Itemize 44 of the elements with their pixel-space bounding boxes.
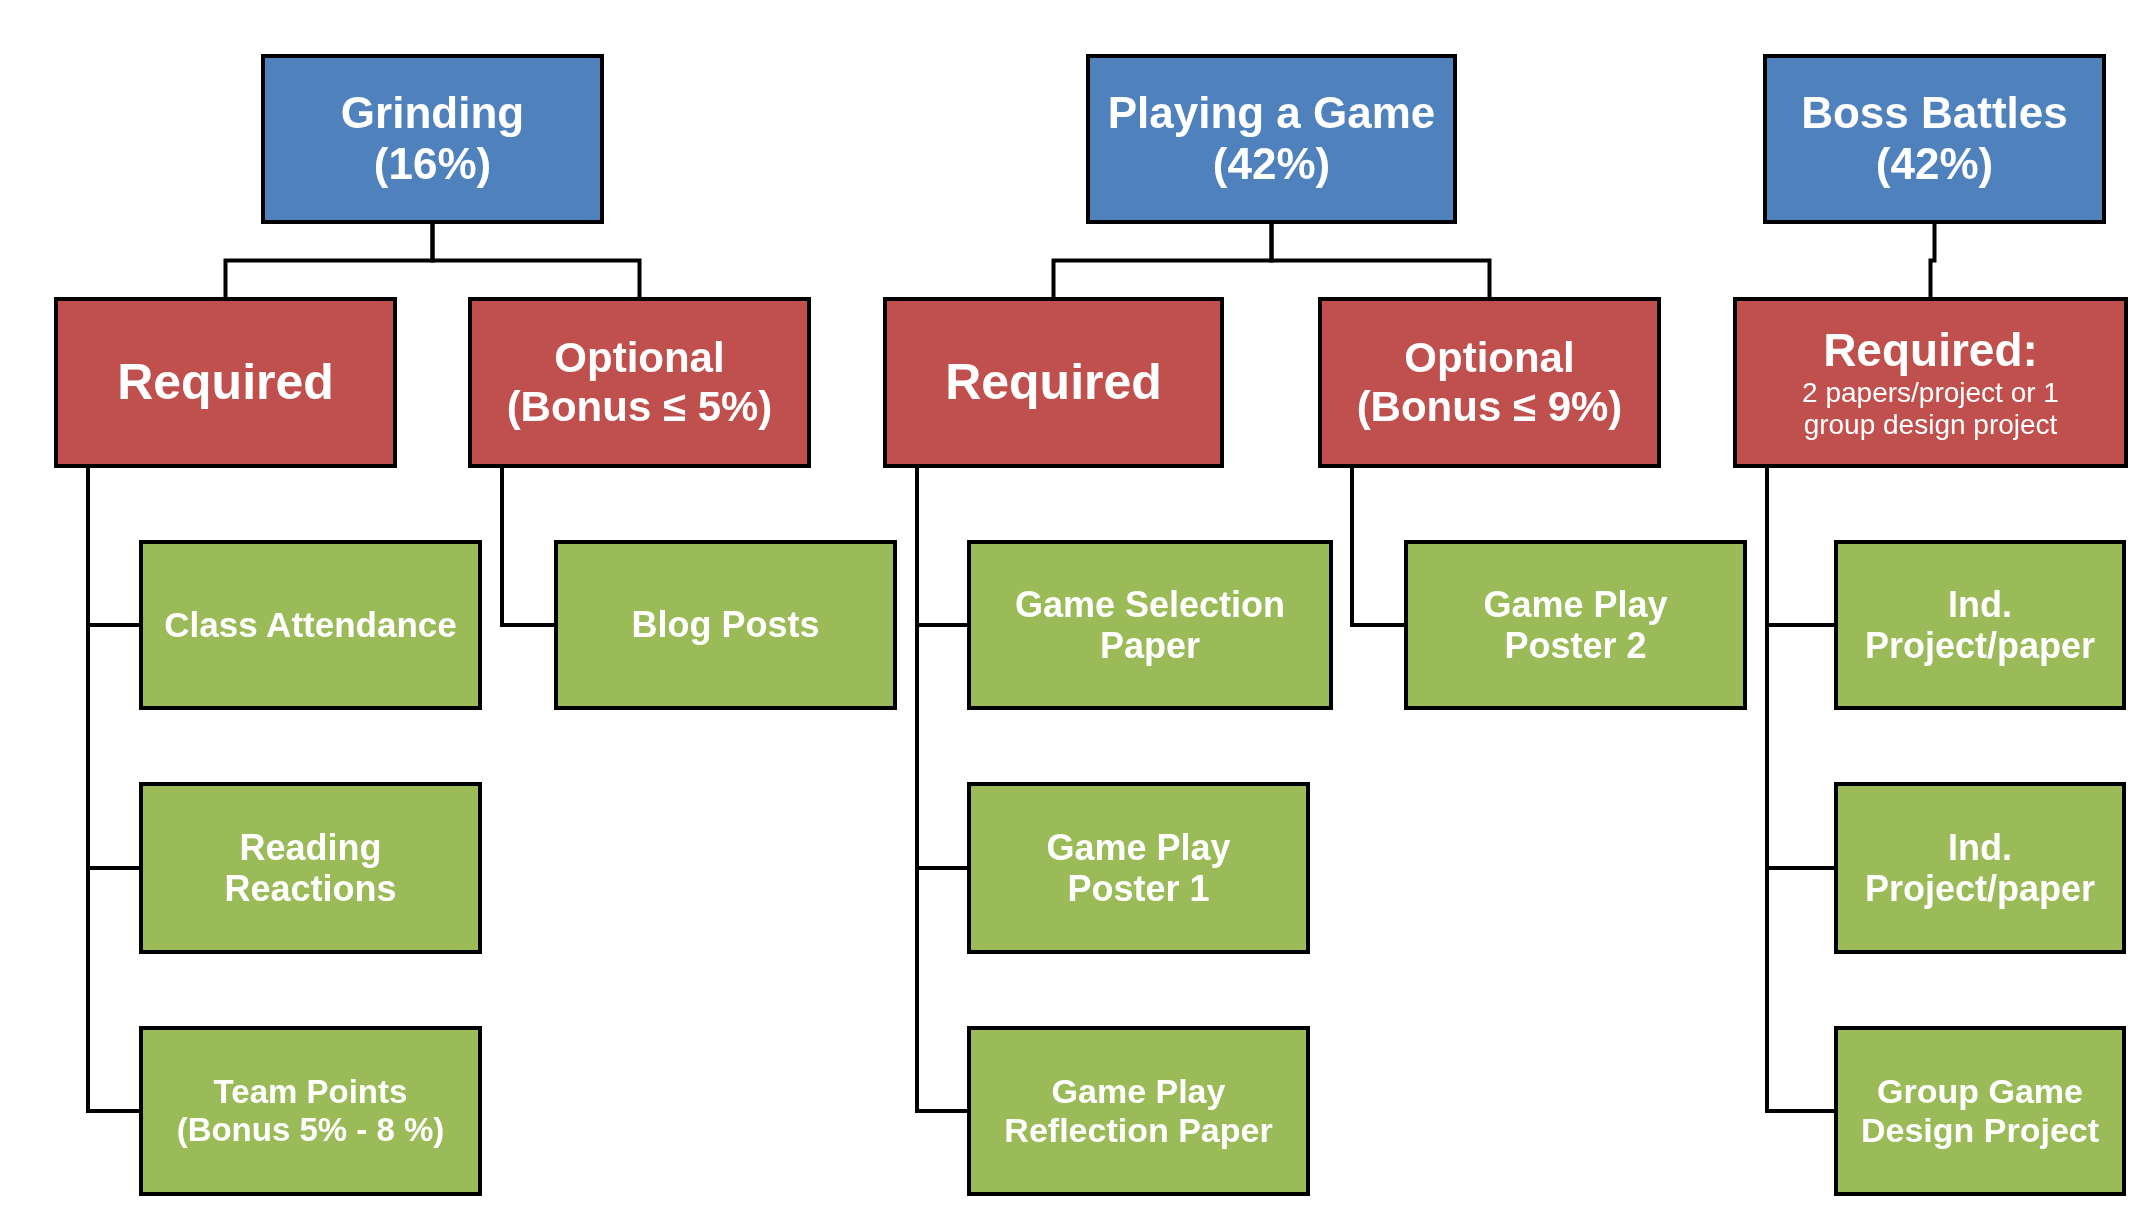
group-box xyxy=(468,297,811,468)
group-box xyxy=(883,297,1224,468)
task-box xyxy=(554,540,897,710)
node-description: 2 papers/project or 1 group design project xyxy=(1801,376,2060,442)
node-label: Game Play Reflection Paper xyxy=(1003,1071,1274,1151)
node-label: Optional (Bonus ≤ 5%) xyxy=(505,334,774,431)
task-box xyxy=(967,540,1333,710)
node-label: Playing a Game (42%) xyxy=(1106,88,1437,190)
category-box xyxy=(1086,54,1457,224)
connector-line xyxy=(430,224,642,297)
node-label: Blog Posts xyxy=(631,604,820,646)
connector-line xyxy=(1350,468,1404,627)
node-label: Ind. Project/paper xyxy=(1863,583,2097,667)
connector-line xyxy=(500,468,554,627)
category-box xyxy=(261,54,604,224)
task-box xyxy=(967,1026,1310,1196)
group-box xyxy=(1318,297,1661,468)
node-label: Required xyxy=(945,353,1162,412)
node-label: Optional (Bonus ≤ 9%) xyxy=(1355,334,1624,431)
node-label: Game Selection Paper xyxy=(1013,583,1287,667)
task-box xyxy=(139,1026,482,1196)
node-label: Reading Reactions xyxy=(223,826,398,910)
node-label: Grinding (16%) xyxy=(339,88,526,190)
category-box xyxy=(1763,54,2106,224)
node-label: Team Points (Bonus 5% - 8 %) xyxy=(175,1073,446,1149)
task-box xyxy=(139,540,482,710)
task-box xyxy=(967,782,1310,954)
node-label: Boss Battles (42%) xyxy=(1800,88,2069,190)
task-box xyxy=(139,782,482,954)
group-box xyxy=(1733,297,2128,468)
node-label: Ind. Project/paper xyxy=(1863,826,2097,910)
task-box xyxy=(1834,1026,2126,1196)
connector-line xyxy=(1928,224,1937,297)
task-box xyxy=(1834,540,2126,710)
group-box xyxy=(54,297,397,468)
connector-line xyxy=(1269,224,1492,297)
task-box xyxy=(1404,540,1747,710)
node-label: Required: xyxy=(1823,323,2038,377)
task-box xyxy=(1834,782,2126,954)
node-label: Group Game Design Project xyxy=(1859,1071,2101,1151)
node-label: Required xyxy=(117,353,334,412)
node-label: Game Play Poster 1 xyxy=(1045,826,1232,910)
node-label: Class Attendance xyxy=(164,604,457,646)
node-label: Game Play Poster 2 xyxy=(1482,583,1669,667)
